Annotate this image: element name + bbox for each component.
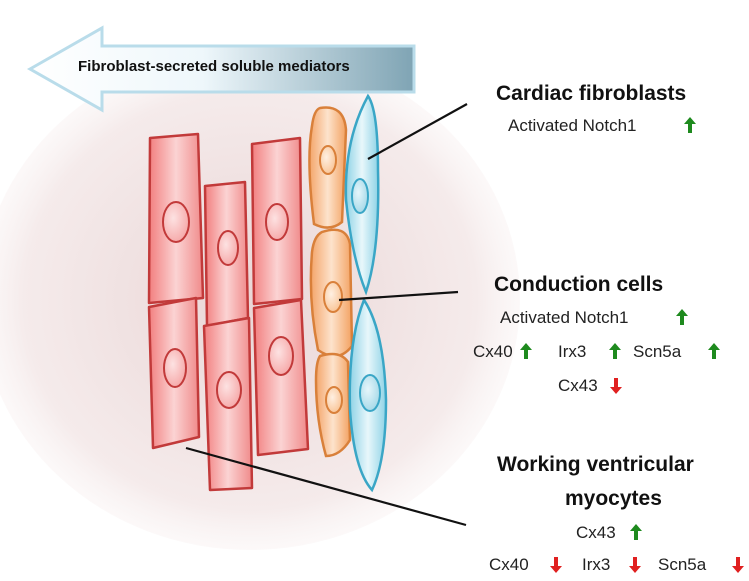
conduction-irx3-label: Irx3 xyxy=(558,342,587,361)
conduction-cx43-label: Cx43 xyxy=(558,376,598,395)
ventricular-myocytes xyxy=(147,132,310,492)
down-arrow-icon xyxy=(610,378,622,394)
ventricular-irx3-label: Irx3 xyxy=(582,555,611,574)
secretion-arrow xyxy=(26,25,416,113)
fibroblasts-notch1-label: Activated Notch1 xyxy=(508,116,637,135)
myocyte-callout-line xyxy=(185,446,467,527)
fibroblast-nucleus xyxy=(359,374,381,412)
ventricular-title-line2: myocytes xyxy=(565,487,662,510)
up-arrow-icon xyxy=(520,343,532,359)
myocyte-nucleus xyxy=(217,230,239,266)
secretion-arrow-label: Fibroblast-secreted soluble mediators xyxy=(78,58,350,75)
conduction-title: Conduction cells xyxy=(494,273,664,296)
conduction-scn5a-label: Scn5a xyxy=(633,342,682,361)
myocyte-nucleus xyxy=(268,336,294,376)
conduction-nucleus xyxy=(323,281,343,313)
conduction-cells xyxy=(308,106,354,458)
conduction-cx40-label: Cx40 xyxy=(473,342,513,361)
up-arrow-icon xyxy=(708,343,720,359)
myocyte-nucleus xyxy=(265,203,289,241)
myocyte-nucleus xyxy=(162,201,190,243)
conduction-nucleus xyxy=(319,145,337,175)
down-arrow-icon xyxy=(629,557,641,573)
up-arrow-icon xyxy=(609,343,621,359)
conduction-notch1-label: Activated Notch1 xyxy=(500,308,629,327)
conduction-callout-line xyxy=(338,290,459,302)
ventricular-cx40-label: Cx40 xyxy=(489,555,529,574)
myocyte-cell xyxy=(252,298,310,457)
up-arrow-icon xyxy=(630,524,642,540)
conduction-nucleus xyxy=(325,386,343,414)
myocyte-nucleus xyxy=(163,348,187,388)
up-arrow-icon xyxy=(676,309,688,325)
up-arrow-icon xyxy=(684,117,696,133)
fibroblast-callout-line xyxy=(367,103,468,160)
down-arrow-icon xyxy=(732,557,744,573)
ventricular-title-line1: Working ventricular xyxy=(497,453,694,476)
myocyte-nucleus xyxy=(216,371,242,409)
fibroblast-nucleus xyxy=(351,178,369,214)
ventricular-cx43-label: Cx43 xyxy=(576,523,616,542)
ventricular-scn5a-label: Scn5a xyxy=(658,555,707,574)
cardiac-fibroblasts xyxy=(344,93,388,493)
down-arrow-icon xyxy=(550,557,562,573)
fibroblasts-title: Cardiac fibroblasts xyxy=(496,82,687,105)
